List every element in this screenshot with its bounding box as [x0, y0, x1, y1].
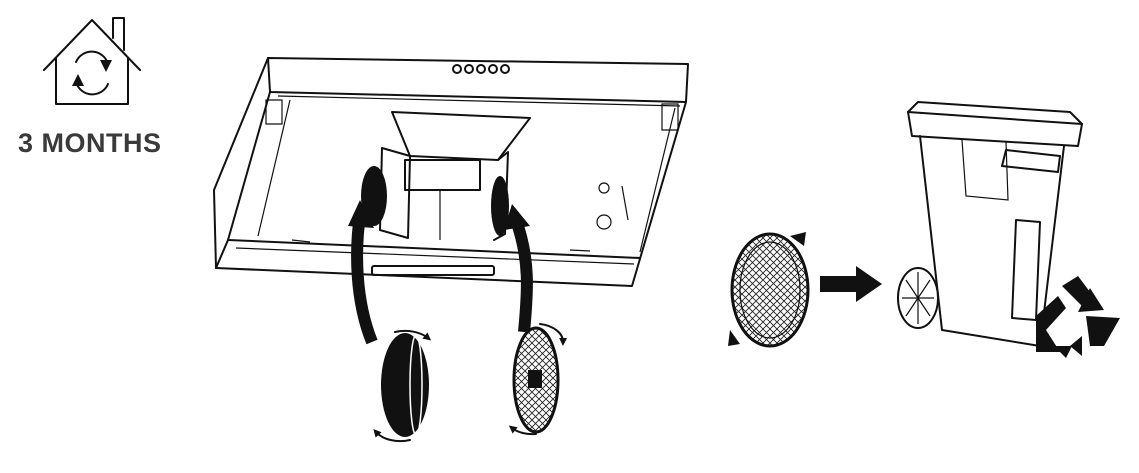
trash-bin-icon	[897, 101, 1083, 347]
range-hood	[213, 57, 689, 287]
handle	[371, 265, 495, 276]
carbon-filter-right	[508, 323, 568, 436]
control-buttons	[452, 64, 510, 74]
right-arrow-icon	[820, 266, 882, 302]
recycle-icon	[1036, 276, 1120, 358]
used-filter	[728, 232, 810, 348]
interval-label: 3 MONTHS	[18, 128, 162, 158]
carbon-filter-left	[373, 329, 432, 443]
home-cycle-icon	[43, 17, 141, 105]
install-arrows	[348, 200, 533, 345]
